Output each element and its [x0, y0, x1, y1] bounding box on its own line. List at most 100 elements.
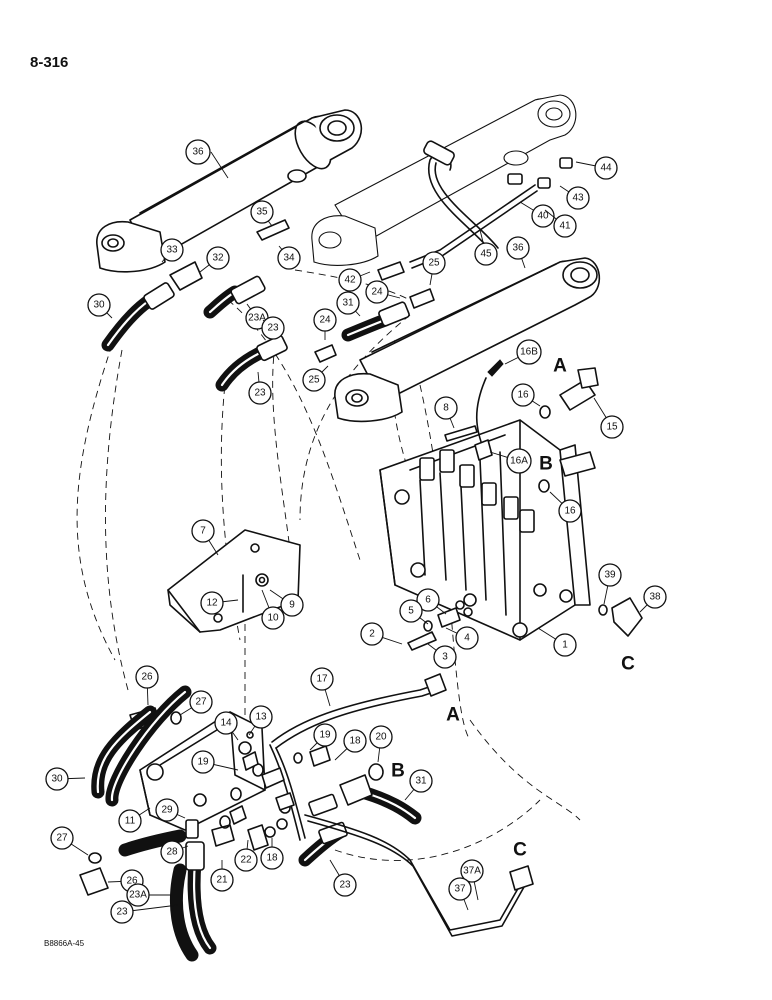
svg-text:23: 23: [339, 880, 351, 891]
svg-text:23: 23: [116, 907, 128, 918]
svg-text:26: 26: [141, 672, 153, 683]
callout-25-left: 25: [302, 365, 329, 392]
svg-text:37: 37: [454, 884, 466, 895]
callout-15: 15: [593, 397, 624, 439]
connection-letter-b-hose: B: [391, 761, 405, 782]
connection-letter-a-tube: A: [446, 705, 460, 726]
callout-7: 7: [191, 519, 219, 556]
callout-37: 37: [448, 877, 472, 911]
svg-text:7: 7: [200, 526, 206, 537]
valve-fittings: [407, 359, 643, 651]
callout-27-upper: 27: [179, 690, 213, 716]
callout-10: 10: [261, 589, 285, 630]
svg-text:16B: 16B: [520, 347, 538, 358]
svg-text:31: 31: [415, 776, 427, 787]
svg-text:40: 40: [537, 211, 549, 222]
svg-text:14: 14: [220, 718, 232, 729]
callout-36b: 36: [506, 236, 530, 269]
svg-text:37A: 37A: [463, 866, 481, 877]
connection-letter-a-valve: A: [553, 356, 567, 377]
svg-text:25: 25: [308, 375, 320, 386]
svg-text:30: 30: [93, 300, 105, 311]
svg-text:30: 30: [51, 774, 63, 785]
callout-2: 2: [360, 622, 403, 646]
svg-text:24: 24: [371, 287, 383, 298]
callout-19-left: 19: [191, 750, 239, 774]
svg-text:13: 13: [255, 712, 267, 723]
callout-20: 20: [369, 725, 393, 763]
callout-29: 29: [155, 798, 186, 822]
svg-text:17: 17: [316, 674, 328, 685]
svg-text:41: 41: [559, 221, 571, 232]
svg-text:25: 25: [428, 258, 440, 269]
svg-text:44: 44: [600, 163, 612, 174]
svg-text:2: 2: [369, 629, 375, 640]
callout-16b: 16B: [504, 339, 542, 365]
callout-8: 8: [434, 396, 458, 429]
cylinder-hoses-upper: [101, 219, 435, 392]
callout-31-upper: 31: [336, 291, 361, 317]
callout-16a: 16A: [489, 448, 532, 474]
svg-text:29: 29: [161, 805, 173, 816]
svg-text:23: 23: [254, 388, 266, 399]
callout-1: 1: [537, 627, 577, 657]
svg-text:15: 15: [606, 422, 618, 433]
callout-12: 12: [200, 591, 239, 615]
svg-text:16: 16: [517, 390, 529, 401]
connection-letter-c-tube: C: [513, 840, 527, 861]
svg-text:16: 16: [564, 506, 576, 517]
callout-5: 5: [399, 599, 429, 625]
svg-text:39: 39: [604, 570, 616, 581]
callout-25-right: 25: [422, 251, 446, 286]
callout-26-upper: 26: [135, 665, 159, 706]
svg-text:8: 8: [443, 403, 449, 414]
callout-39: 39: [598, 563, 622, 605]
callout-28: 28: [160, 840, 189, 864]
svg-text:34: 34: [283, 253, 295, 264]
svg-text:22: 22: [240, 855, 252, 866]
svg-text:24: 24: [319, 315, 331, 326]
callout-41: 41: [544, 209, 577, 238]
rigid-tubes-lower: [211, 673, 534, 937]
svg-text:38: 38: [649, 592, 661, 603]
callout-40: 40: [519, 201, 555, 228]
svg-text:18: 18: [349, 736, 361, 747]
callout-9: 9: [269, 589, 304, 617]
svg-text:43: 43: [572, 193, 584, 204]
callout-4: 4: [445, 626, 479, 650]
lift-cylinder-upper-right: [311, 94, 577, 266]
svg-text:12: 12: [206, 598, 218, 609]
callout-22: 22: [234, 839, 258, 872]
lift-cylinder-upper-left: [96, 109, 363, 273]
callout-3: 3: [427, 643, 457, 669]
figure-code: B8866A-45: [44, 939, 85, 948]
svg-text:9: 9: [289, 600, 295, 611]
svg-text:1: 1: [562, 640, 568, 651]
callout-42: 42: [338, 268, 371, 292]
svg-text:11: 11: [125, 816, 136, 827]
callout-17: 17: [310, 667, 334, 707]
svg-text:36: 36: [512, 243, 524, 254]
callout-44: 44: [575, 156, 618, 180]
callout-30-upper: 30: [87, 293, 113, 319]
svg-text:18: 18: [266, 853, 278, 864]
svg-text:23A: 23A: [248, 313, 266, 324]
callout-38: 38: [639, 585, 667, 613]
callout-23-lower-right: 23: [329, 859, 357, 897]
callout-16-lower: 16: [549, 491, 582, 523]
svg-text:5: 5: [408, 606, 414, 617]
svg-text:33: 33: [166, 245, 178, 256]
svg-text:28: 28: [166, 847, 178, 858]
connection-letter-b-valve: B: [539, 454, 553, 475]
callout-32: 32: [199, 246, 230, 273]
svg-text:27: 27: [56, 833, 68, 844]
svg-text:23: 23: [267, 323, 279, 334]
callout-23-bottom-left: 23: [110, 900, 179, 924]
callout-30-lower: 30: [45, 767, 86, 791]
svg-text:23A: 23A: [129, 890, 147, 901]
callout-21: 21: [210, 860, 234, 892]
svg-text:42: 42: [344, 275, 356, 286]
callout-18-upper: 18: [334, 729, 367, 761]
hoses-lower: [79, 685, 422, 962]
